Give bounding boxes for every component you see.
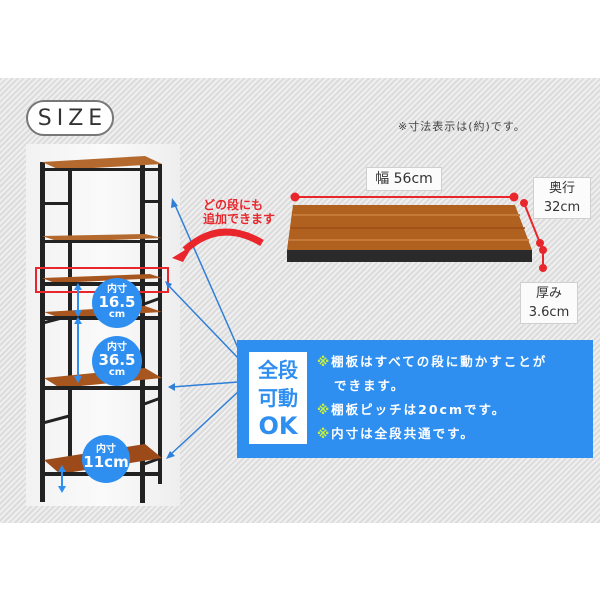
all-shelves-adjustable-badge: 全段 可動 OK <box>249 352 307 444</box>
info-text: 棚板はすべての段に動かすことが <box>331 354 548 369</box>
note-mark-icon: ※ <box>317 402 332 417</box>
thickness-label-value: 3.6cm <box>528 305 570 320</box>
info-text: できます。 <box>334 378 406 393</box>
thickness-label-title: 厚み <box>535 286 562 301</box>
dimension-arrows <box>58 283 82 493</box>
depth-label-value: 32cm <box>543 200 581 215</box>
inner-dim-unit: cm <box>108 309 126 320</box>
inner-dim-value: 11cm <box>83 453 129 471</box>
info-line-1: ※棚板はすべての段に動かすことが <box>317 350 547 374</box>
inner-dim-unit: cm <box>108 367 126 378</box>
info-lines: ※棚板はすべての段に動かすことが できます。 ※棚板ピッチは20cmです。 ※内… <box>317 350 547 446</box>
inner-dim-label: 内寸 <box>107 342 127 353</box>
badge-line-2: 可動 <box>258 386 298 410</box>
add-shelf-arrow-icon <box>172 228 264 262</box>
thickness-label: 厚み 3.6cm <box>520 282 578 324</box>
note-mark-icon: ※ <box>317 354 332 369</box>
shelf-board-illustration <box>287 205 532 262</box>
info-line-2: できます。 <box>317 374 547 398</box>
inner-dim-badge-3: 内寸 11cm <box>82 435 130 483</box>
info-line-4: ※内寸は全段共通です。 <box>317 422 547 446</box>
badge-line-3: OK <box>258 412 298 440</box>
info-line-3: ※棚板ピッチは20cmです。 <box>317 398 547 422</box>
adjustable-info-box: 全段 可動 OK ※棚板はすべての段に動かすことが できます。 ※棚板ピッチは2… <box>237 340 593 458</box>
depth-label-title: 奥行 <box>548 181 575 196</box>
callout-line-1: どの段にも <box>203 198 264 212</box>
depth-label: 奥行 32cm <box>533 177 591 219</box>
info-text: 内寸は全段共通です。 <box>331 426 475 441</box>
inner-dim-label: 内寸 <box>96 444 116 455</box>
inner-dim-value: 16.5 <box>98 293 136 311</box>
inner-dim-badge-2: 内寸 36.5 cm <box>92 336 142 386</box>
dimension-note: ※寸法表示は(約)です。 <box>398 120 526 133</box>
inner-dim-value: 36.5 <box>98 351 136 369</box>
badge-line-1: 全段 <box>258 358 298 382</box>
inner-dim-badge-1: 内寸 16.5 cm <box>92 278 142 328</box>
size-badge: SIZE <box>26 100 114 136</box>
note-mark-icon: ※ <box>317 426 332 441</box>
width-label: 幅 56cm <box>366 167 442 191</box>
add-any-shelf-callout: どの段にも 追加できます <box>203 198 275 226</box>
callout-line-2: 追加できます <box>203 212 276 226</box>
leader-lines <box>165 198 239 459</box>
inner-dim-label: 内寸 <box>107 284 127 295</box>
info-text: 棚板ピッチは20cmです。 <box>331 402 507 417</box>
board-dimension-lines <box>290 192 547 272</box>
